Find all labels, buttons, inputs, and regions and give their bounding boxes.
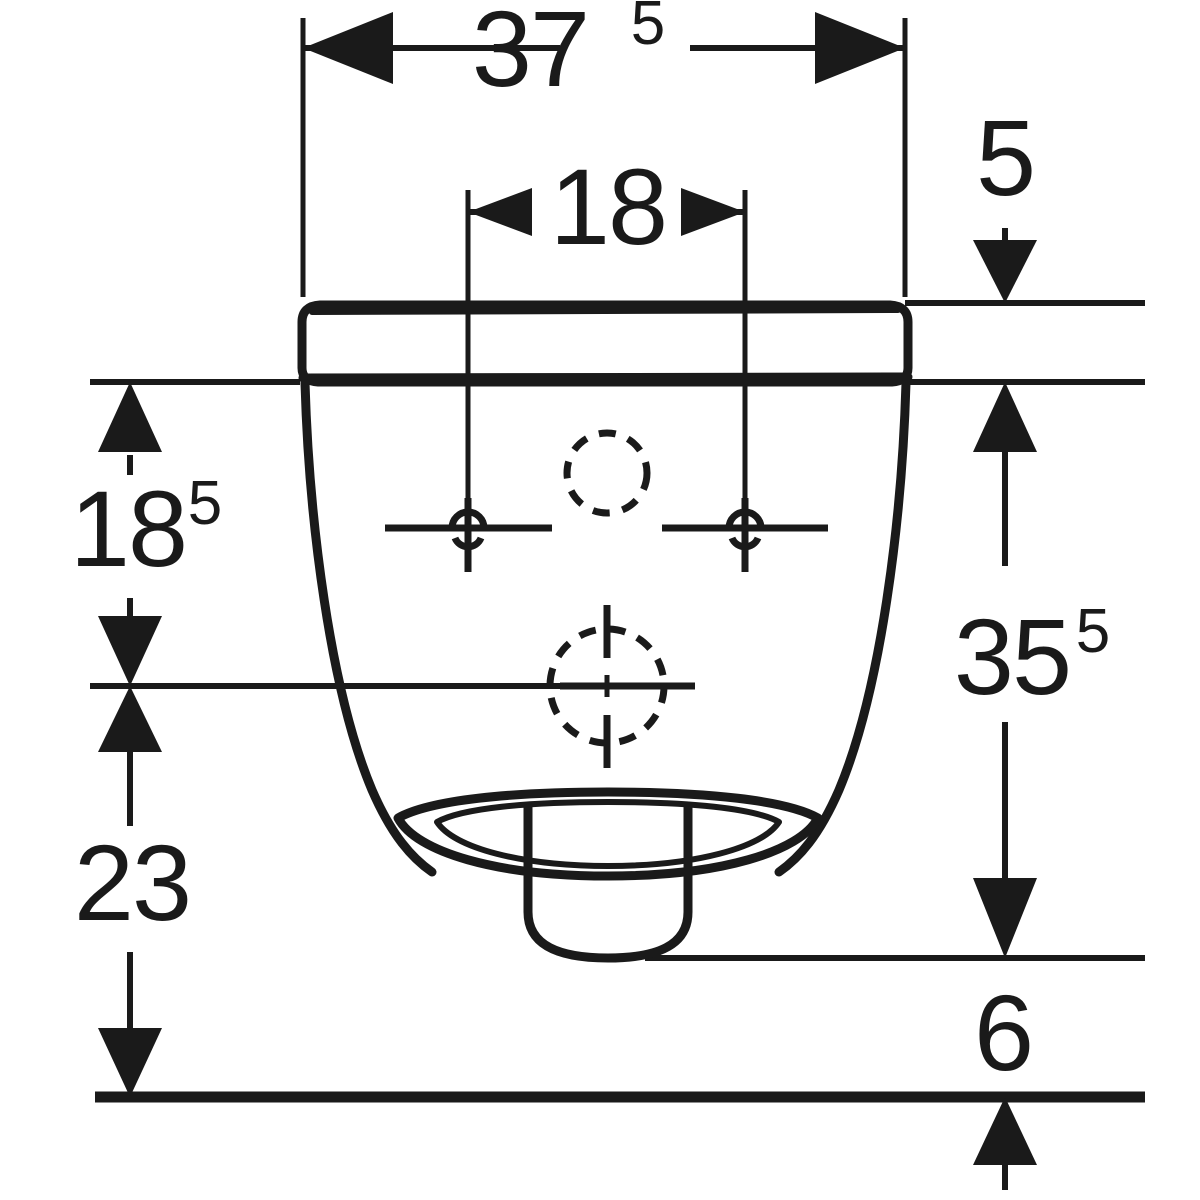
fixing-bolt-right	[662, 498, 828, 572]
dim-sup-overall-width: 5	[631, 0, 665, 58]
dim-label-seat-thickness: 5	[976, 97, 1034, 218]
dimension-bolt-spacing: 18	[468, 146, 745, 267]
dimension-overall-width: 37 5	[303, 0, 905, 109]
arrow-up-185	[98, 382, 162, 452]
dimension-floor-clearance: 6	[973, 972, 1037, 1190]
rim-outer-outline	[393, 787, 823, 881]
dim-label-rim-to-outlet: 18	[70, 468, 186, 589]
dimension-seat-thickness: 5	[973, 97, 1037, 303]
dimension-rim-to-outlet: 18 5	[70, 382, 222, 686]
flush-connection-circle	[563, 429, 651, 517]
waste-outlet-circle	[546, 605, 695, 768]
arrow-right-bolt	[681, 188, 745, 236]
arrow-down-185	[98, 616, 162, 686]
arrow-up-6	[973, 1097, 1037, 1165]
arrow-right-width	[815, 12, 905, 84]
trap-outline	[523, 801, 693, 963]
bolt-left-arc-top	[448, 508, 488, 529]
arrow-left-bolt	[468, 188, 532, 236]
dim-sup-rim-to-outlet: 5	[188, 469, 222, 538]
arrow-up-355	[973, 382, 1037, 452]
bowl-right-side	[774, 378, 911, 877]
dim-label-outlet-to-floor: 23	[74, 822, 190, 943]
bolt-right-arc-top	[725, 508, 765, 529]
arrow-left-width	[303, 12, 393, 84]
bolt-right-arc-bottom	[728, 536, 762, 551]
rim-inner-outline	[434, 799, 782, 869]
lid-bottom-seam	[298, 372, 913, 383]
dim-label-bolt-spacing: 18	[550, 146, 666, 267]
dimension-bowl-height: 35 5	[954, 382, 1110, 958]
seat-lid-outline	[297, 300, 913, 387]
arrow-down-23	[98, 1028, 162, 1097]
bolt-right-centre-dot	[741, 524, 749, 532]
dim-label-bowl-height: 35	[954, 596, 1070, 717]
bolt-left-centre-dot	[464, 524, 472, 532]
bowl-rim-ellipse	[393, 787, 823, 881]
bowl-left-side	[300, 378, 437, 877]
toilet-seat-lid	[297, 300, 913, 387]
dimension-outlet-to-floor: 23	[74, 686, 192, 1097]
dim-sup-bowl-height: 5	[1076, 597, 1110, 666]
dim-label-overall-width: 37	[472, 0, 588, 109]
arrow-down-355	[973, 878, 1037, 958]
arrow-down-seat-thickness	[973, 240, 1037, 303]
fixing-bolt-left	[385, 498, 552, 572]
toilet-bowl	[300, 378, 911, 877]
lid-top-seam	[309, 307, 901, 315]
arrow-up-23	[98, 686, 162, 752]
trap-outlet	[523, 801, 693, 963]
dim-label-floor-clearance: 6	[974, 972, 1032, 1093]
bolt-left-arc-bottom	[451, 536, 485, 551]
extension-lines	[90, 18, 1145, 961]
